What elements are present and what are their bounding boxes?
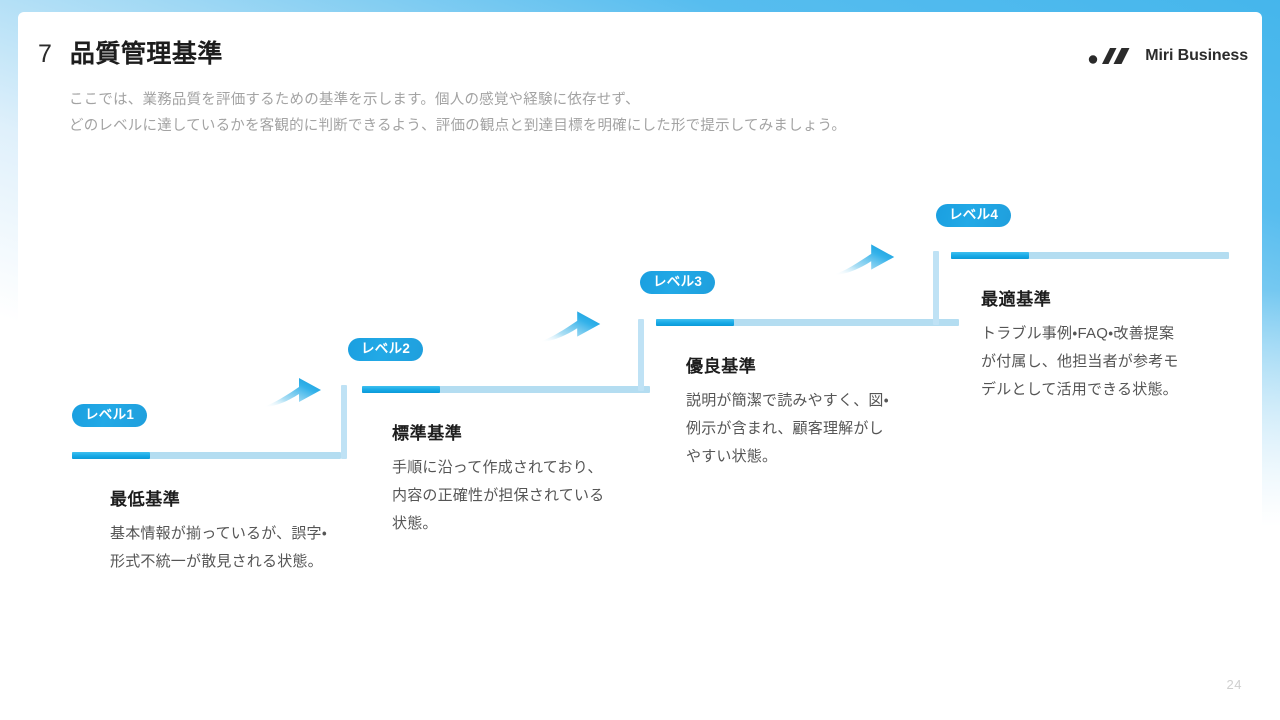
step-heading-level-4: 最適基準	[981, 290, 1052, 309]
step-badge-level-4: レベル4	[936, 204, 1012, 227]
step-bar-fill-level-3	[656, 319, 734, 326]
slide-card: 7 品質管理基準 ここでは、業務品質を評価するための基準を示します。個人の感覚や…	[18, 12, 1262, 706]
page-title: 7 品質管理基準	[38, 34, 223, 70]
slide-subtitle: ここでは、業務品質を評価するための基準を示します。個人の感覚や経験に依存せず、 …	[69, 87, 846, 139]
step-description-level-3: 説明が簡潔で読みやすく、図・例示が含まれ、顧客理解がしやすい状態。	[686, 392, 889, 465]
step-badge-level-2: レベル2	[348, 338, 424, 361]
brand-name: Miri Business	[1145, 47, 1248, 64]
step-badge-level-1: レベル1	[72, 404, 148, 427]
step-description-level-2: 手順に沿って作成されており、内容の正確性が担保されている状態。	[392, 459, 605, 532]
slide-subtitle-line-1: ここでは、業務品質を評価するための基準を示します。個人の感覚や経験に依存せず、	[69, 92, 640, 108]
slide-title-text: 品質管理基準	[69, 40, 223, 68]
slide-subtitle-line-2: どのレベルに達しているかを客観的に判断できるよう、評価の観点と到達目標を明確にし…	[69, 118, 847, 134]
step-bar-fill-level-2	[362, 386, 440, 393]
step-bar-level-3	[656, 319, 959, 326]
step-riser-1-to-2	[341, 385, 347, 459]
slide-number: 7	[38, 40, 52, 68]
step-heading-level-1: 最低基準	[110, 490, 181, 509]
step-description-level-1: 基本情報が揃っているが、誤字・形式不統一が散見される状態。	[110, 525, 328, 570]
step-heading-level-2: 標準基準	[392, 424, 463, 443]
curved-arrow-up-right-icon-1	[263, 378, 321, 407]
curved-arrow-up-right-icon-3	[833, 244, 895, 275]
step-riser-3-to-4	[933, 251, 939, 325]
step-bar-level-4	[951, 252, 1229, 259]
page-number: 24	[1226, 677, 1242, 692]
step-badge-level-3: レベル3	[640, 271, 716, 294]
curved-arrow-up-right-icon-2	[539, 311, 601, 342]
brand-lockup: Miri Business	[1088, 46, 1248, 66]
quality-level-staircase: レベル1 最低基準 基本情報が揃っているが、誤字・形式不統一が散見される状態。	[18, 12, 1262, 706]
step-bar-fill-level-4	[951, 252, 1029, 259]
step-description-level-4: トラブル事例・FAQ・改善提案が付属し、他担当者が参考モデルとして活用できる状態…	[981, 325, 1179, 398]
step-bar-level-2	[362, 386, 650, 393]
step-bar-level-1	[72, 452, 341, 459]
step-riser-2-to-3	[638, 319, 644, 391]
miri-logo-mark-icon	[1089, 48, 1130, 64]
step-heading-level-3: 優良基準	[686, 357, 757, 376]
step-bar-fill-level-1	[72, 452, 150, 459]
